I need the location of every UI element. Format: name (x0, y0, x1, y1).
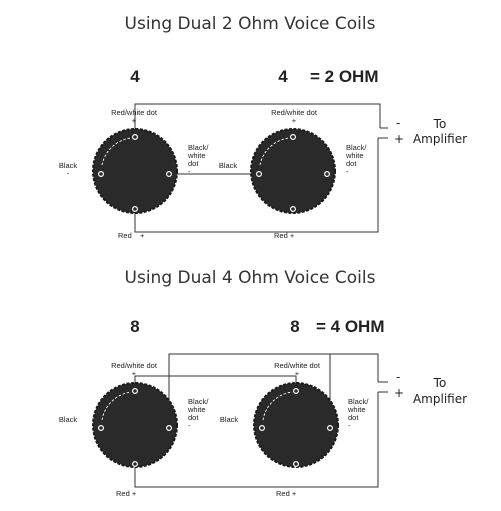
coil-arc (262, 391, 293, 421)
label-black-white-3: dot (348, 413, 359, 422)
left-speaker-labels: Red/white dot + Black Black/ white dot -… (59, 361, 210, 498)
terminal-black (259, 425, 266, 432)
right-speaker (253, 382, 339, 468)
label-black: Black (59, 415, 78, 424)
total-impedance: = 2 OHM (310, 67, 379, 86)
left-speaker-labels: Red/white dot + Black - Black/ white dot… (59, 108, 210, 240)
right-speaker-labels: Red/white dot + Black - Black/ white dot… (219, 108, 368, 240)
wire-to-amp-positive (134, 138, 379, 233)
label-plus: + (132, 116, 137, 125)
label-minus: - (346, 167, 349, 176)
label-black: Black (220, 415, 239, 424)
label-black-white-2: white (345, 151, 364, 160)
speaker-cone (92, 128, 178, 214)
section-dual-4-ohm: Using Dual 4 Ohm Voice Coils 8 8 = 4 OHM… (59, 268, 467, 498)
label-red-white-dot: Red/white dot (111, 108, 158, 117)
label-red: Red (118, 231, 132, 240)
terminal-red-white-dot (132, 134, 139, 141)
label-red-plus: Red + (116, 489, 137, 498)
terminal-black (256, 171, 263, 178)
terminal-red (132, 206, 139, 213)
amp-label-amplifier: Amplifier (413, 132, 467, 146)
label-minus: - (188, 167, 191, 176)
coil-arc (101, 391, 132, 421)
speaker-cone (250, 128, 336, 214)
right-speaker-impedance: 8 (290, 317, 299, 336)
label-red-plus: Red + (276, 489, 297, 498)
label-black: Black (219, 161, 238, 170)
label-black: Black (59, 161, 78, 170)
wire-to-amp-negative (168, 353, 379, 428)
amp-label-amplifier: Amplifier (413, 392, 467, 406)
left-speaker (92, 382, 178, 468)
label-red-white-dot: Red/white dot (271, 108, 318, 117)
label-black-white-1: Black/ (348, 397, 369, 406)
label-plus: + (140, 231, 145, 240)
section-title: Using Dual 4 Ohm Voice Coils (125, 268, 376, 288)
speaker-cone (92, 382, 178, 468)
section-dual-2-ohm: Using Dual 2 Ohm Voice Coils 4 4 = 2 OHM… (59, 14, 467, 240)
label-black-white-3: dot (188, 159, 199, 168)
label-minus: - (188, 421, 191, 430)
label-red-white-dot: Red/white dot (274, 361, 321, 370)
amp-plus: + (394, 132, 404, 146)
label-black-white-1: Black/ (346, 143, 367, 152)
speaker-cone (253, 382, 339, 468)
amp-minus: - (396, 370, 400, 384)
label-red-white-dot: Red/white dot (111, 361, 158, 370)
amp-plus: + (394, 386, 404, 400)
terminal-red-white-dot (290, 134, 297, 141)
terminal-black (97, 171, 104, 178)
label-plus: + (132, 369, 137, 378)
total-impedance: = 4 OHM (316, 317, 385, 336)
label-black-white-2: white (347, 405, 366, 414)
label-black-white-1: Black/ (188, 143, 209, 152)
amplifier-connection: - + To Amplifier (394, 370, 467, 406)
terminal-black-white-dot (324, 171, 331, 178)
terminal-red (132, 461, 139, 468)
amplifier-connection: - + To Amplifier (394, 116, 467, 146)
section-title: Using Dual 2 Ohm Voice Coils (125, 14, 376, 34)
terminal-red (290, 206, 297, 213)
amp-label-to: To (433, 376, 447, 390)
terminal-red (293, 461, 300, 468)
left-speaker-impedance: 4 (130, 67, 140, 86)
label-black-white-3: dot (188, 413, 199, 422)
label-minus: - (227, 169, 230, 178)
wire-to-amp-negative (134, 103, 381, 132)
label-minus: - (67, 169, 70, 178)
amp-minus: - (396, 116, 400, 130)
left-speaker (92, 128, 178, 214)
label-plus: + (292, 116, 297, 125)
right-speaker-labels: Red/white dot + Black Black/ white dot -… (220, 361, 370, 498)
terminal-red-white-dot (132, 388, 139, 395)
label-plus: + (295, 369, 300, 378)
terminal-black-white-dot (166, 171, 173, 178)
label-black-white-1: Black/ (188, 397, 209, 406)
amp-label-to: To (433, 117, 447, 131)
terminal-red-white-dot (293, 388, 300, 395)
label-black-white-3: dot (346, 159, 357, 168)
terminal-black (97, 425, 104, 432)
label-minus: - (348, 421, 351, 430)
label-black-white-2: white (187, 405, 206, 414)
wire-to-amp-positive (134, 392, 379, 488)
terminal-black-white-dot (327, 425, 334, 432)
left-speaker-impedance: 8 (130, 317, 139, 336)
label-red-plus: Red + (274, 231, 295, 240)
right-speaker (250, 128, 336, 214)
right-speaker-impedance: 4 (278, 67, 288, 86)
label-black-white-2: white (187, 151, 206, 160)
terminal-black-white-dot (166, 425, 173, 432)
